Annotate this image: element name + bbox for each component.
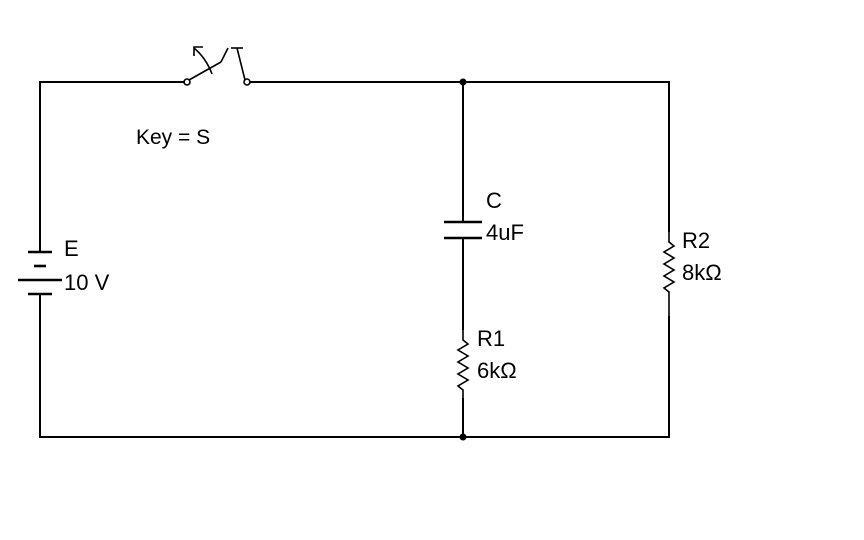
switch-label: Key = S [136, 126, 210, 149]
wires [39, 81, 670, 438]
battery-name: E [64, 236, 79, 261]
battery-value: 10 V [64, 270, 110, 295]
capacitor-value: 4uF [486, 220, 524, 245]
switch-s[interactable] [183, 46, 251, 86]
junction-node-top [459, 78, 467, 86]
capacitor-name: C [486, 188, 502, 213]
wire-bottom [39, 298, 670, 438]
resistor-r2 [662, 232, 676, 316]
resistor-r1 [456, 330, 470, 398]
junction-node-bottom [459, 433, 467, 441]
battery-e [18, 238, 62, 298]
wire-top-left [39, 81, 185, 238]
resistor2-value: 8kΩ [682, 260, 722, 285]
resistor2-name: R2 [682, 228, 710, 253]
wire-top-right [249, 81, 670, 232]
capacitor-c [444, 220, 482, 240]
resistor1-name: R1 [477, 326, 505, 351]
resistor1-value: 6kΩ [477, 358, 517, 383]
